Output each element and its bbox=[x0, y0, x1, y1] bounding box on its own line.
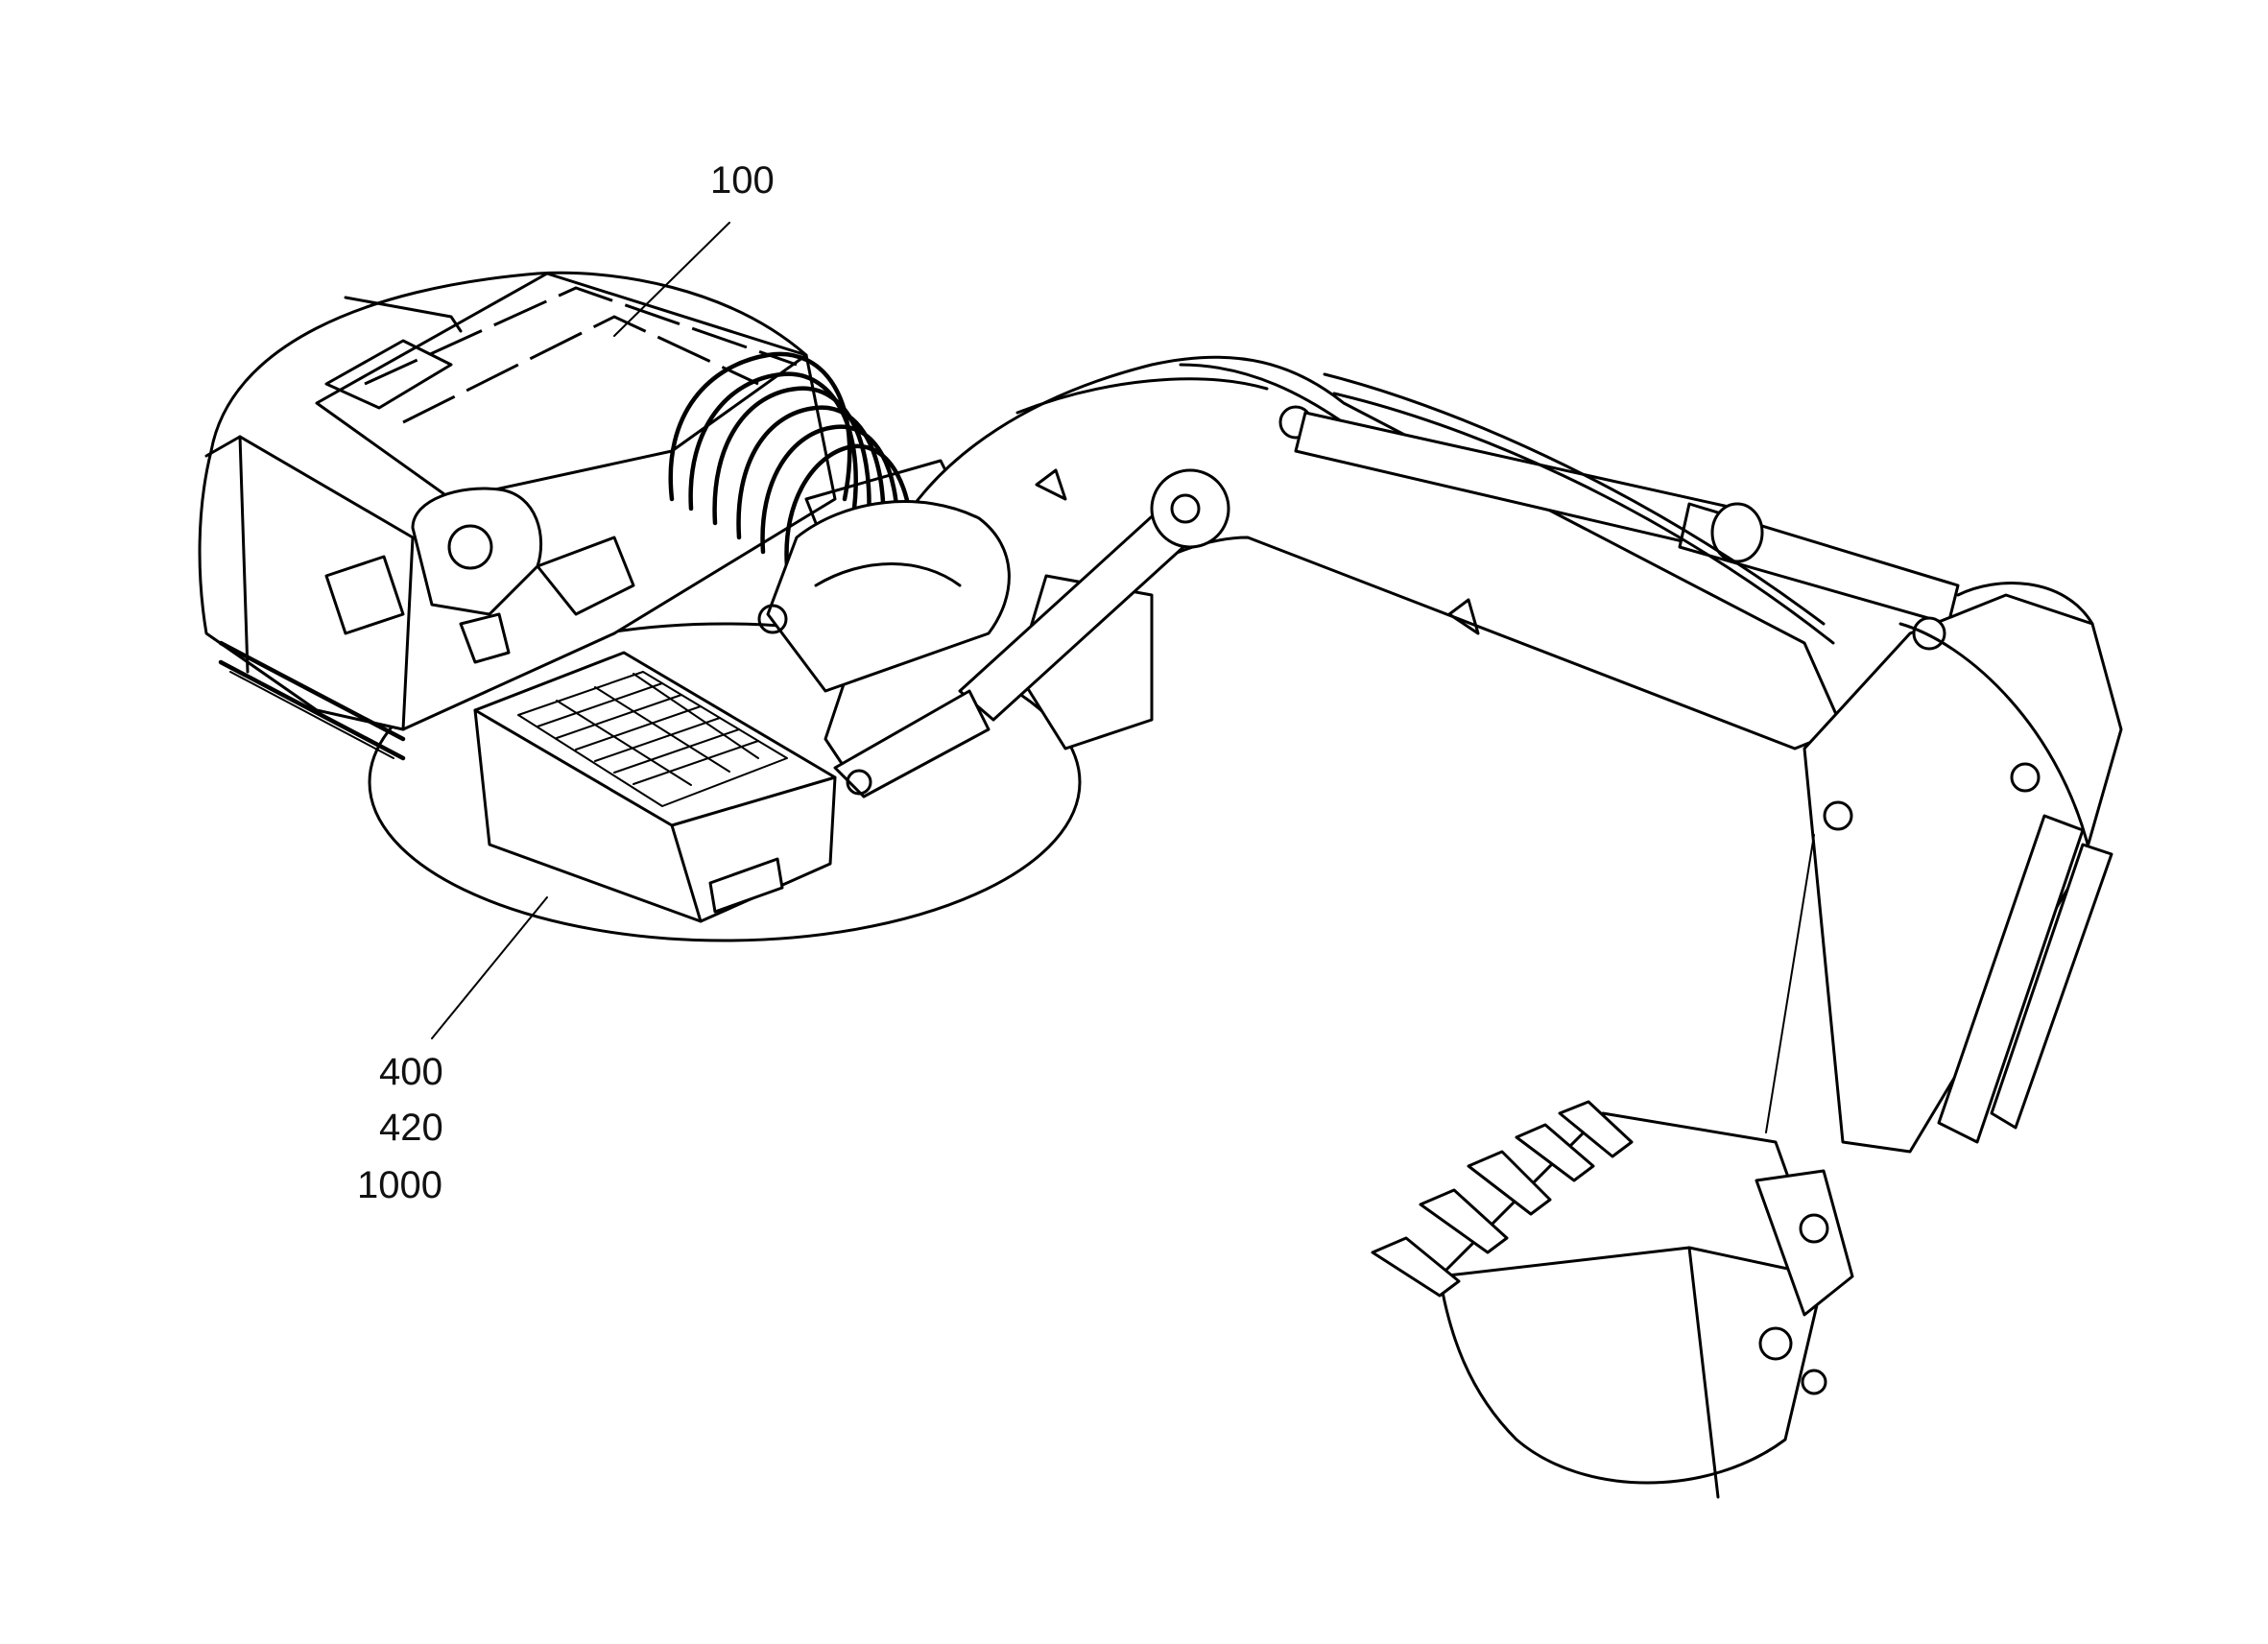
slewing-ring bbox=[368, 622, 1082, 942]
leader-line-lower bbox=[431, 896, 548, 1039]
stick bbox=[1802, 582, 2123, 1154]
leader-lines bbox=[431, 222, 730, 1039]
label-lower-3: 1000 bbox=[357, 1164, 442, 1206]
bucket-cylinder bbox=[1765, 814, 2113, 1144]
stick-cylinder bbox=[1294, 372, 1960, 645]
upper-carriage bbox=[198, 271, 837, 761]
hydraulic-tank bbox=[473, 651, 837, 923]
label-lower-2: 420 bbox=[379, 1107, 443, 1149]
leader-line-upper bbox=[613, 222, 730, 337]
boom bbox=[757, 355, 1845, 798]
label-lower-1: 400 bbox=[379, 1051, 443, 1093]
bucket bbox=[1371, 1100, 1854, 1499]
label-upper: 100 bbox=[710, 159, 775, 202]
